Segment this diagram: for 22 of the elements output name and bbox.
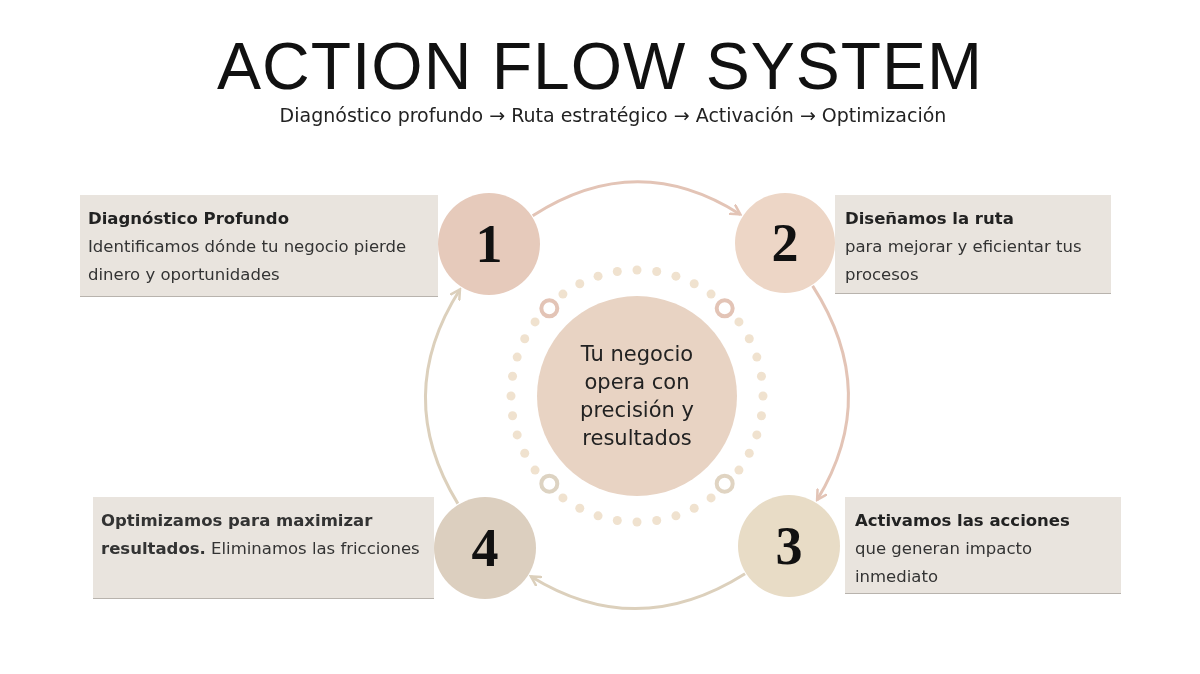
subtitle: Diagnóstico profundo → Ruta estratégico → Activación → Optimización	[278, 104, 948, 126]
step-description: que generan impacto inmediato	[855, 538, 1034, 588]
step-panel	[835, 195, 1111, 294]
curved-arrow	[811, 285, 850, 502]
step-number: 2	[771, 212, 799, 274]
step-description: para mejorar y eficientar tus procesos	[845, 236, 1083, 286]
step-description: Identificamos dónde tu negocio pierde dinero y oportunidades	[88, 236, 408, 286]
step-number: 1	[475, 213, 503, 275]
curved-arrow	[531, 180, 742, 218]
step-heading: Diagnóstico Profundo	[88, 208, 290, 230]
step-panel	[93, 497, 434, 599]
step-panel	[845, 497, 1121, 594]
step-number: 3	[775, 515, 803, 577]
step-heading: Activamos las acciones	[855, 510, 1071, 532]
curved-arrow	[423, 288, 462, 505]
title: ACTION FLOW SYSTEM	[215, 28, 984, 104]
step-description: Optimizamos para maximizar resultados. Eliminamos las fricciones	[101, 510, 421, 560]
center-text: Tu negocio opera con precisión y resultados	[579, 341, 695, 452]
step-panel	[80, 195, 438, 297]
curved-arrow	[529, 572, 746, 610]
step-heading: Diseñamos la ruta	[845, 208, 1015, 230]
step-number: 4	[471, 517, 499, 579]
